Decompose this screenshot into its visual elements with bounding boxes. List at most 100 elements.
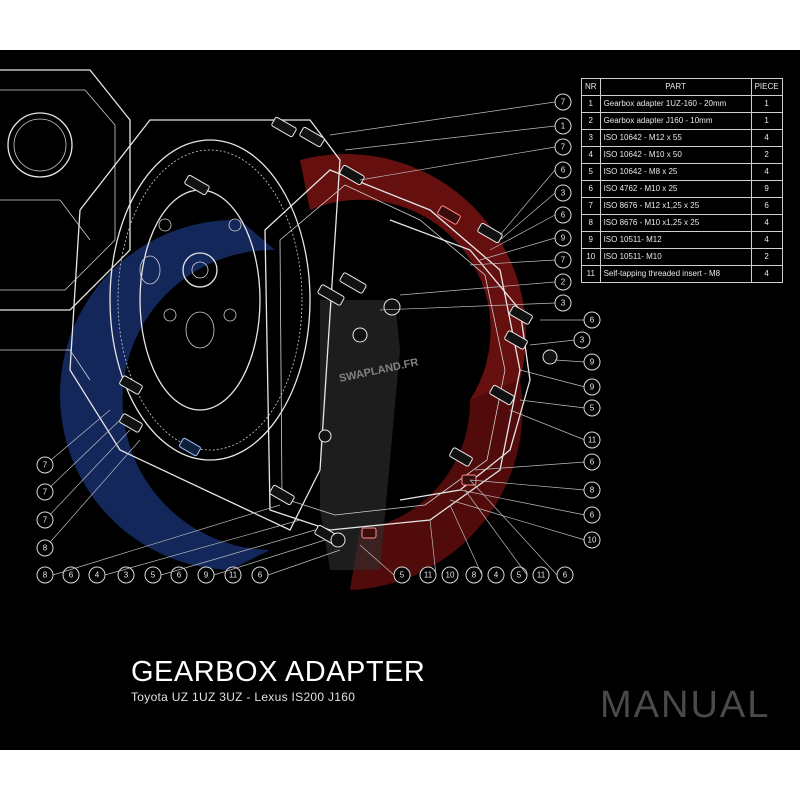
- page-subtitle: Toyota UZ 1UZ 3UZ - Lexus IS200 J160: [131, 690, 356, 704]
- callout-number: 6: [590, 316, 595, 325]
- callout-number: 11: [229, 571, 238, 580]
- bolt: [339, 164, 365, 186]
- cylinder-bore: [7, 112, 73, 178]
- callout-number: 5: [400, 571, 405, 580]
- bolt: [299, 126, 325, 148]
- callout-number: 7: [561, 256, 566, 265]
- callout-number: 8: [590, 486, 595, 495]
- row-piece: 2: [750, 146, 783, 164]
- crank-hub-center: [191, 261, 209, 279]
- callout-number: 6: [258, 571, 263, 580]
- row-piece: 4: [750, 163, 783, 181]
- flexplate-window: [185, 311, 215, 349]
- row-piece: 4: [750, 214, 783, 232]
- callout-number: 8: [43, 544, 48, 553]
- bolt: [509, 305, 533, 325]
- row-nr: 9: [581, 231, 601, 249]
- callout-number: 3: [561, 299, 566, 308]
- bolt: [119, 413, 143, 433]
- row-nr: 5: [581, 163, 601, 181]
- row-part: ISO 10511- M10: [599, 248, 752, 266]
- adapter-plate-1-inner: [279, 184, 506, 516]
- nut: [542, 349, 558, 365]
- flywheel-teeth: [117, 149, 303, 451]
- row-part: ISO 8676 - M12 x1,25 x 25: [599, 197, 752, 215]
- callout-number: 9: [561, 234, 566, 243]
- header-part: PART: [599, 78, 752, 96]
- callout-number: 6: [69, 571, 74, 580]
- header-piece: PIECE: [750, 78, 783, 96]
- bolt: [119, 375, 143, 395]
- row-piece: 4: [750, 129, 783, 147]
- engine-block-inner: [0, 89, 116, 291]
- engine-block: [0, 69, 131, 381]
- row-part: ISO 10511- M12: [599, 231, 752, 249]
- row-part: ISO 10642 - M10 x 50: [599, 146, 752, 164]
- row-part: ISO 10642 - M8 x 25: [599, 163, 752, 181]
- flexplate-hole: [163, 308, 177, 322]
- callout-number: 7: [43, 516, 48, 525]
- callout-number: 4: [95, 571, 100, 580]
- callout-number: 6: [177, 571, 182, 580]
- flywheel-ring: [109, 139, 311, 461]
- bolt: [489, 384, 515, 406]
- bolt: [269, 484, 295, 506]
- adapter-plate-1: [264, 169, 521, 531]
- nut: [383, 298, 401, 316]
- logo-red-arc-bottom: [350, 380, 523, 590]
- callout-number: 5: [517, 571, 522, 580]
- callout-number: 6: [590, 511, 595, 520]
- callout-number: 8: [43, 571, 48, 580]
- bolt: [477, 222, 503, 244]
- callout-number: 11: [588, 436, 597, 445]
- bolt-highlighted: [437, 205, 461, 225]
- row-nr: 11: [581, 265, 601, 283]
- callout-number: 5: [151, 571, 156, 580]
- swapland-logo: SWAPLAND.FR: [60, 154, 526, 590]
- callout-number: 3: [124, 571, 129, 580]
- callout-number: 6: [561, 211, 566, 220]
- page-title: GEARBOX ADAPTER: [131, 656, 426, 688]
- bolt: [339, 272, 367, 294]
- row-nr: 3: [581, 129, 601, 147]
- row-nr: 8: [581, 214, 601, 232]
- header-nr: NR: [581, 78, 601, 96]
- row-part: Gearbox adapter 1UZ-160 - 20mm: [599, 95, 752, 113]
- callout-number: 1: [561, 122, 566, 131]
- callout-number: 9: [204, 571, 209, 580]
- row-nr: 7: [581, 197, 601, 215]
- callout-number: 9: [590, 358, 595, 367]
- logo-blue-segment: [60, 219, 276, 570]
- row-part: Self-tapping threaded insert - M8: [599, 265, 752, 283]
- callout-number: 8: [472, 571, 477, 580]
- row-nr: 10: [581, 248, 601, 266]
- row-nr: 4: [581, 146, 601, 164]
- callouts-right: 7 1 7 6 3 6 9 7 2 3 6 3 9 9 5 11 6 8 6 1…: [554, 93, 601, 549]
- bolt-highlighted-blue: [179, 437, 201, 457]
- flexplate-hole: [223, 308, 237, 322]
- row-part: ISO 10642 - M12 x 55: [599, 129, 752, 147]
- callout-number: 6: [561, 166, 566, 175]
- callout-number: 11: [424, 571, 433, 580]
- bolt: [504, 330, 528, 350]
- callout-number: 2: [561, 278, 566, 287]
- bolt: [271, 116, 297, 138]
- housing-outline: [69, 119, 341, 531]
- insert-highlighted: [361, 527, 377, 539]
- row-piece: 1: [750, 112, 783, 130]
- callout-number: 7: [561, 143, 566, 152]
- callout-number: 6: [590, 458, 595, 467]
- engine-block-outline: [0, 69, 131, 311]
- nut: [330, 532, 346, 548]
- callout-number: 11: [537, 571, 546, 580]
- callouts-bottom-right: 5 11 10 8 4 5 11 6: [393, 566, 574, 584]
